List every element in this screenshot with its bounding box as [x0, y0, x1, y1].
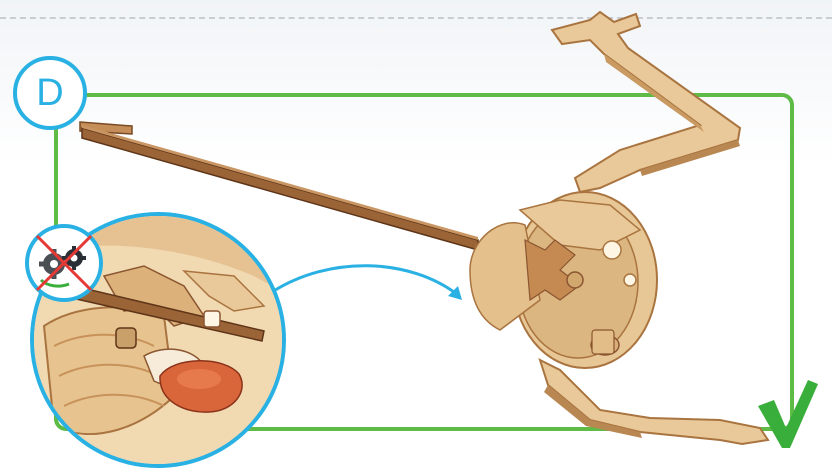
step-letter: D [36, 72, 63, 115]
green-checkmark-icon [752, 376, 822, 456]
step-badge: D [13, 56, 87, 130]
lower-arm [540, 360, 768, 444]
no-gears-badge [25, 224, 103, 302]
no-gears-warning-icon [29, 228, 99, 298]
upper-arm [552, 12, 740, 192]
curved-arrow-icon [272, 266, 458, 295]
mechanism-body [470, 192, 657, 368]
